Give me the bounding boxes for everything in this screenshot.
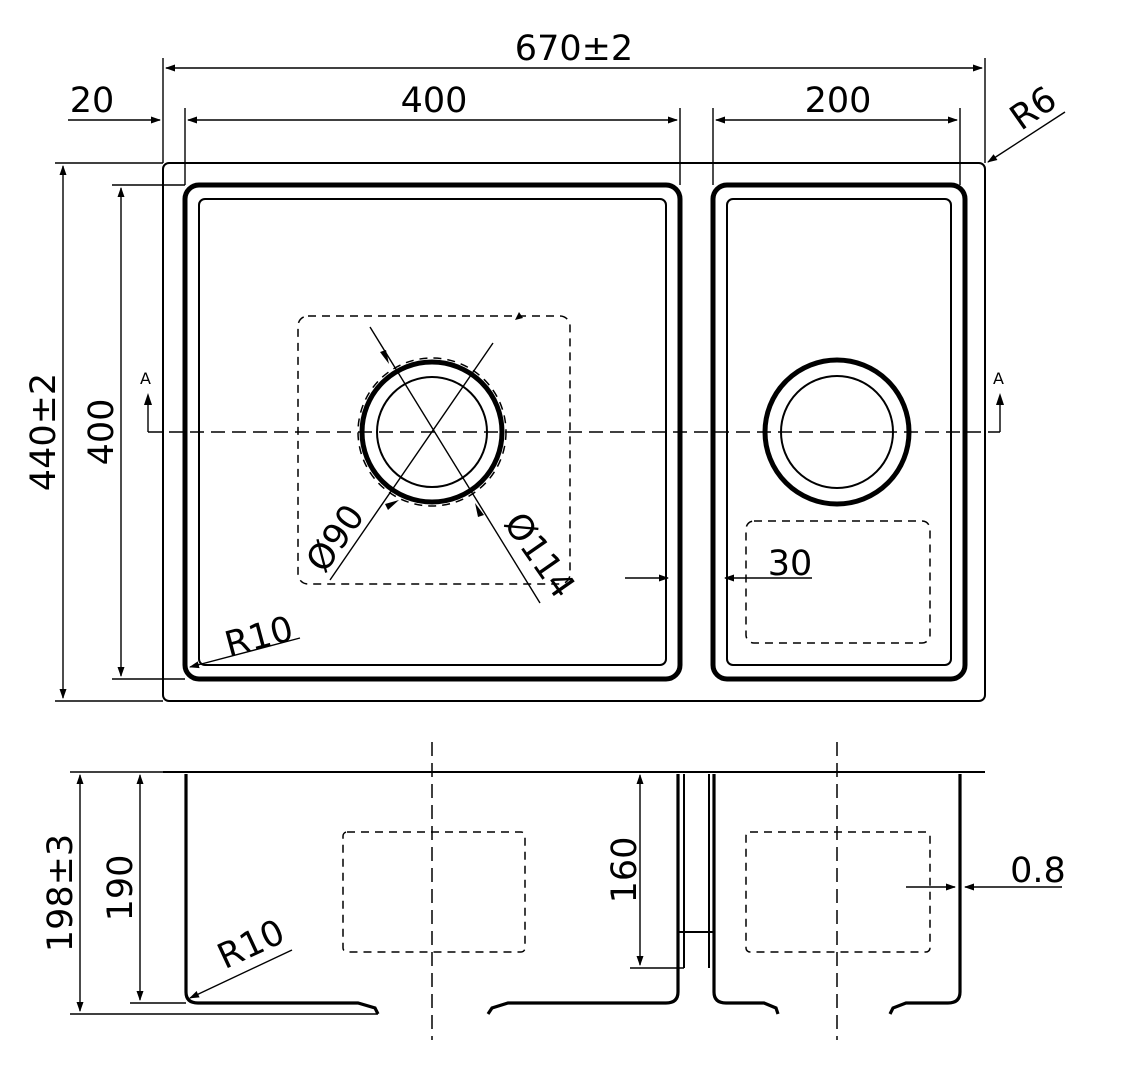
main-drain-hidden-zone [297,315,571,585]
main-drain-outer-ring [359,359,505,505]
plan-view: A A [140,111,1066,702]
main-bowl-width-label: 400 [401,81,468,121]
main-bowl-profile-right [486,774,680,1015]
small-bowl-width-label: 200 [805,81,872,121]
small-height-label: 160 [605,837,645,904]
thickness-label: 0.8 [1010,851,1066,891]
outer-flange-outline [162,162,986,702]
small-drain-section-zone [745,831,931,953]
overall-depth-label: 440±2 [24,373,64,491]
drain-diameter-leader-114 [369,326,541,604]
small-bowl-profile-left [712,774,780,1015]
main-drain-flange-hidden [357,357,507,507]
margin-label: 20 [70,81,115,121]
plan-radius-label: R10 [221,609,298,665]
left-dimensions: 440±2 400 [24,162,185,702]
section-view [70,742,1062,1040]
small-bowl-rim [710,182,968,682]
total-height-label: 198±3 [41,834,81,952]
section-radius-leader [189,949,293,999]
top-dimensions: 670±2 20 400 200 R6 [68,29,1064,185]
small-drain-inner-ring [780,375,894,489]
small-drain-outer-ring [762,357,912,507]
drain-diameter-90-label: Ø90 [299,498,373,580]
overall-width-label: 670±2 [515,29,633,69]
outer-radius-label: R6 [1003,79,1064,138]
section-mark-left: A [140,369,151,388]
small-bowl-hidden-zone [745,520,931,644]
main-bowl-profile-left [184,774,380,1015]
plan-radius-leader [189,637,301,669]
bowl-height-label: 190 [101,855,141,922]
drain-diameter-leader-90 [329,342,494,581]
outer-radius-leader [987,111,1066,163]
bowl-gap-label: 30 [768,544,813,584]
section-radius-label: R10 [212,912,291,977]
main-drain-section-zone [342,831,526,953]
main-drain-inner-ring [376,376,488,488]
small-bowl-profile-right [888,774,962,1015]
section-mark-right: A [993,369,1004,388]
main-bowl-depth-label: 400 [82,399,122,466]
